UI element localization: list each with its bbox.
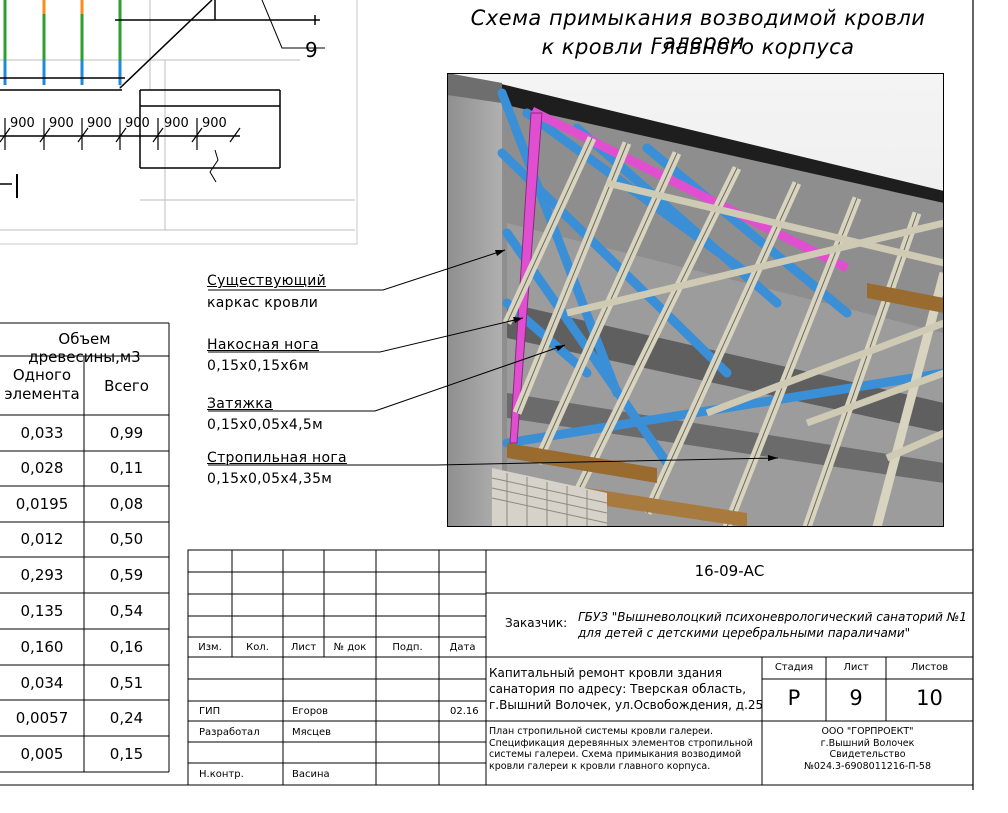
stamp-header-izm: Изм. xyxy=(198,642,222,653)
organization-info: ООО "ГОРПРОЕКТ" г.Вышний Волочек Свидете… xyxy=(803,726,932,772)
dimension-label: 900 xyxy=(164,116,189,131)
table-cell: 0,0195 xyxy=(15,495,69,513)
stamp-header-ndok: № док xyxy=(333,642,367,653)
table-cell: 0,135 xyxy=(20,602,64,620)
sheet-value: 9 xyxy=(849,686,863,710)
dimension-label: 900 xyxy=(87,116,112,131)
table-cell: 0,160 xyxy=(20,638,64,656)
table-cell: 0,54 xyxy=(109,602,144,620)
sheet-description: План стропильной системы кровли галереи.… xyxy=(489,726,753,772)
dimension-label: 900 xyxy=(202,116,227,131)
stage-value: Р xyxy=(787,686,801,710)
stamp-header-list: Лист xyxy=(290,642,317,653)
dimension-label: 900 xyxy=(49,116,74,131)
diagram-title-line1: Схема примыкания возводимой кровли галер… xyxy=(470,6,926,54)
label-hip-rafter-spec: 0,15x0,15x6м xyxy=(207,358,309,374)
stage-label: Стадия xyxy=(774,662,814,673)
label-rafter: Стропильная нога xyxy=(207,450,347,466)
table-cell: 0,034 xyxy=(20,674,64,692)
volume-table-col2-header: Всего xyxy=(104,377,149,395)
document-code: 16-09-АС xyxy=(694,562,765,580)
stamp-header-podp: Подп. xyxy=(392,642,423,653)
table-cell: 0,0057 xyxy=(15,709,69,727)
callout-number: 9 xyxy=(305,38,318,62)
sheets-value: 10 xyxy=(916,686,943,710)
stamp-role-developer: Разработал xyxy=(199,727,260,738)
stamp-date-gip: 02.16 xyxy=(450,706,479,717)
table-cell: 0,11 xyxy=(109,459,144,477)
label-rafter-spec: 0,15x0,05x4,35м xyxy=(207,471,333,487)
sheet-label: Лист xyxy=(843,662,869,673)
table-cell: 0,005 xyxy=(20,745,64,763)
label-hip-rafter: Накосная нога xyxy=(207,337,319,353)
label-existing-frame-spec: каркас кровли xyxy=(207,295,319,311)
stamp-name-gip: Егоров xyxy=(292,706,329,717)
dimension-label: 900 xyxy=(125,116,150,131)
volume-table-grid xyxy=(0,322,170,773)
table-cell: 0,028 xyxy=(20,459,64,477)
table-cell: 0,15 xyxy=(109,745,144,763)
table-cell: 0,293 xyxy=(20,566,64,584)
stamp-role-norm-control: Н.контр. xyxy=(199,769,244,780)
table-cell: 0,033 xyxy=(20,424,64,442)
table-cell: 0,24 xyxy=(109,709,144,727)
table-cell: 0,50 xyxy=(109,530,144,548)
label-tie-beam: Затяжка xyxy=(207,396,273,412)
rafter-plan-fragment xyxy=(0,0,358,245)
dimension-label: 900 xyxy=(10,116,35,131)
customer-name-line2: для детей с детскими церебральными парал… xyxy=(578,626,911,640)
table-cell: 0,99 xyxy=(109,424,144,442)
customer-name-line1: ГБУЗ "Вышневолоцкий психоневрологический… xyxy=(578,610,967,624)
stamp-header-data: Дата xyxy=(449,642,476,653)
label-existing-frame: Существующий xyxy=(207,273,327,289)
stamp-name-norm-control: Васина xyxy=(292,769,330,780)
table-cell: 0,59 xyxy=(109,566,144,584)
table-cell: 0,16 xyxy=(109,638,144,656)
label-tie-beam-spec: 0,15x0,05x4,5м xyxy=(207,417,323,433)
table-cell: 0,51 xyxy=(109,674,144,692)
stamp-name-developer: Мясцев xyxy=(292,727,331,738)
diagram-title-line2: к кровли главного корпуса xyxy=(541,35,855,59)
volume-table-header: Объем древесины,м3 xyxy=(28,330,141,366)
roof-junction-3d-view xyxy=(447,73,944,527)
project-description: Капитальный ремонт кровли здания санатор… xyxy=(489,666,764,712)
customer-label: Заказчик: xyxy=(505,616,568,630)
table-cell: 0,08 xyxy=(109,495,144,513)
stamp-header-kol: Кол. xyxy=(246,642,269,653)
sheets-label: Листов xyxy=(910,662,949,673)
stamp-role-gip: ГИП xyxy=(199,706,221,717)
table-cell: 0,012 xyxy=(20,530,64,548)
